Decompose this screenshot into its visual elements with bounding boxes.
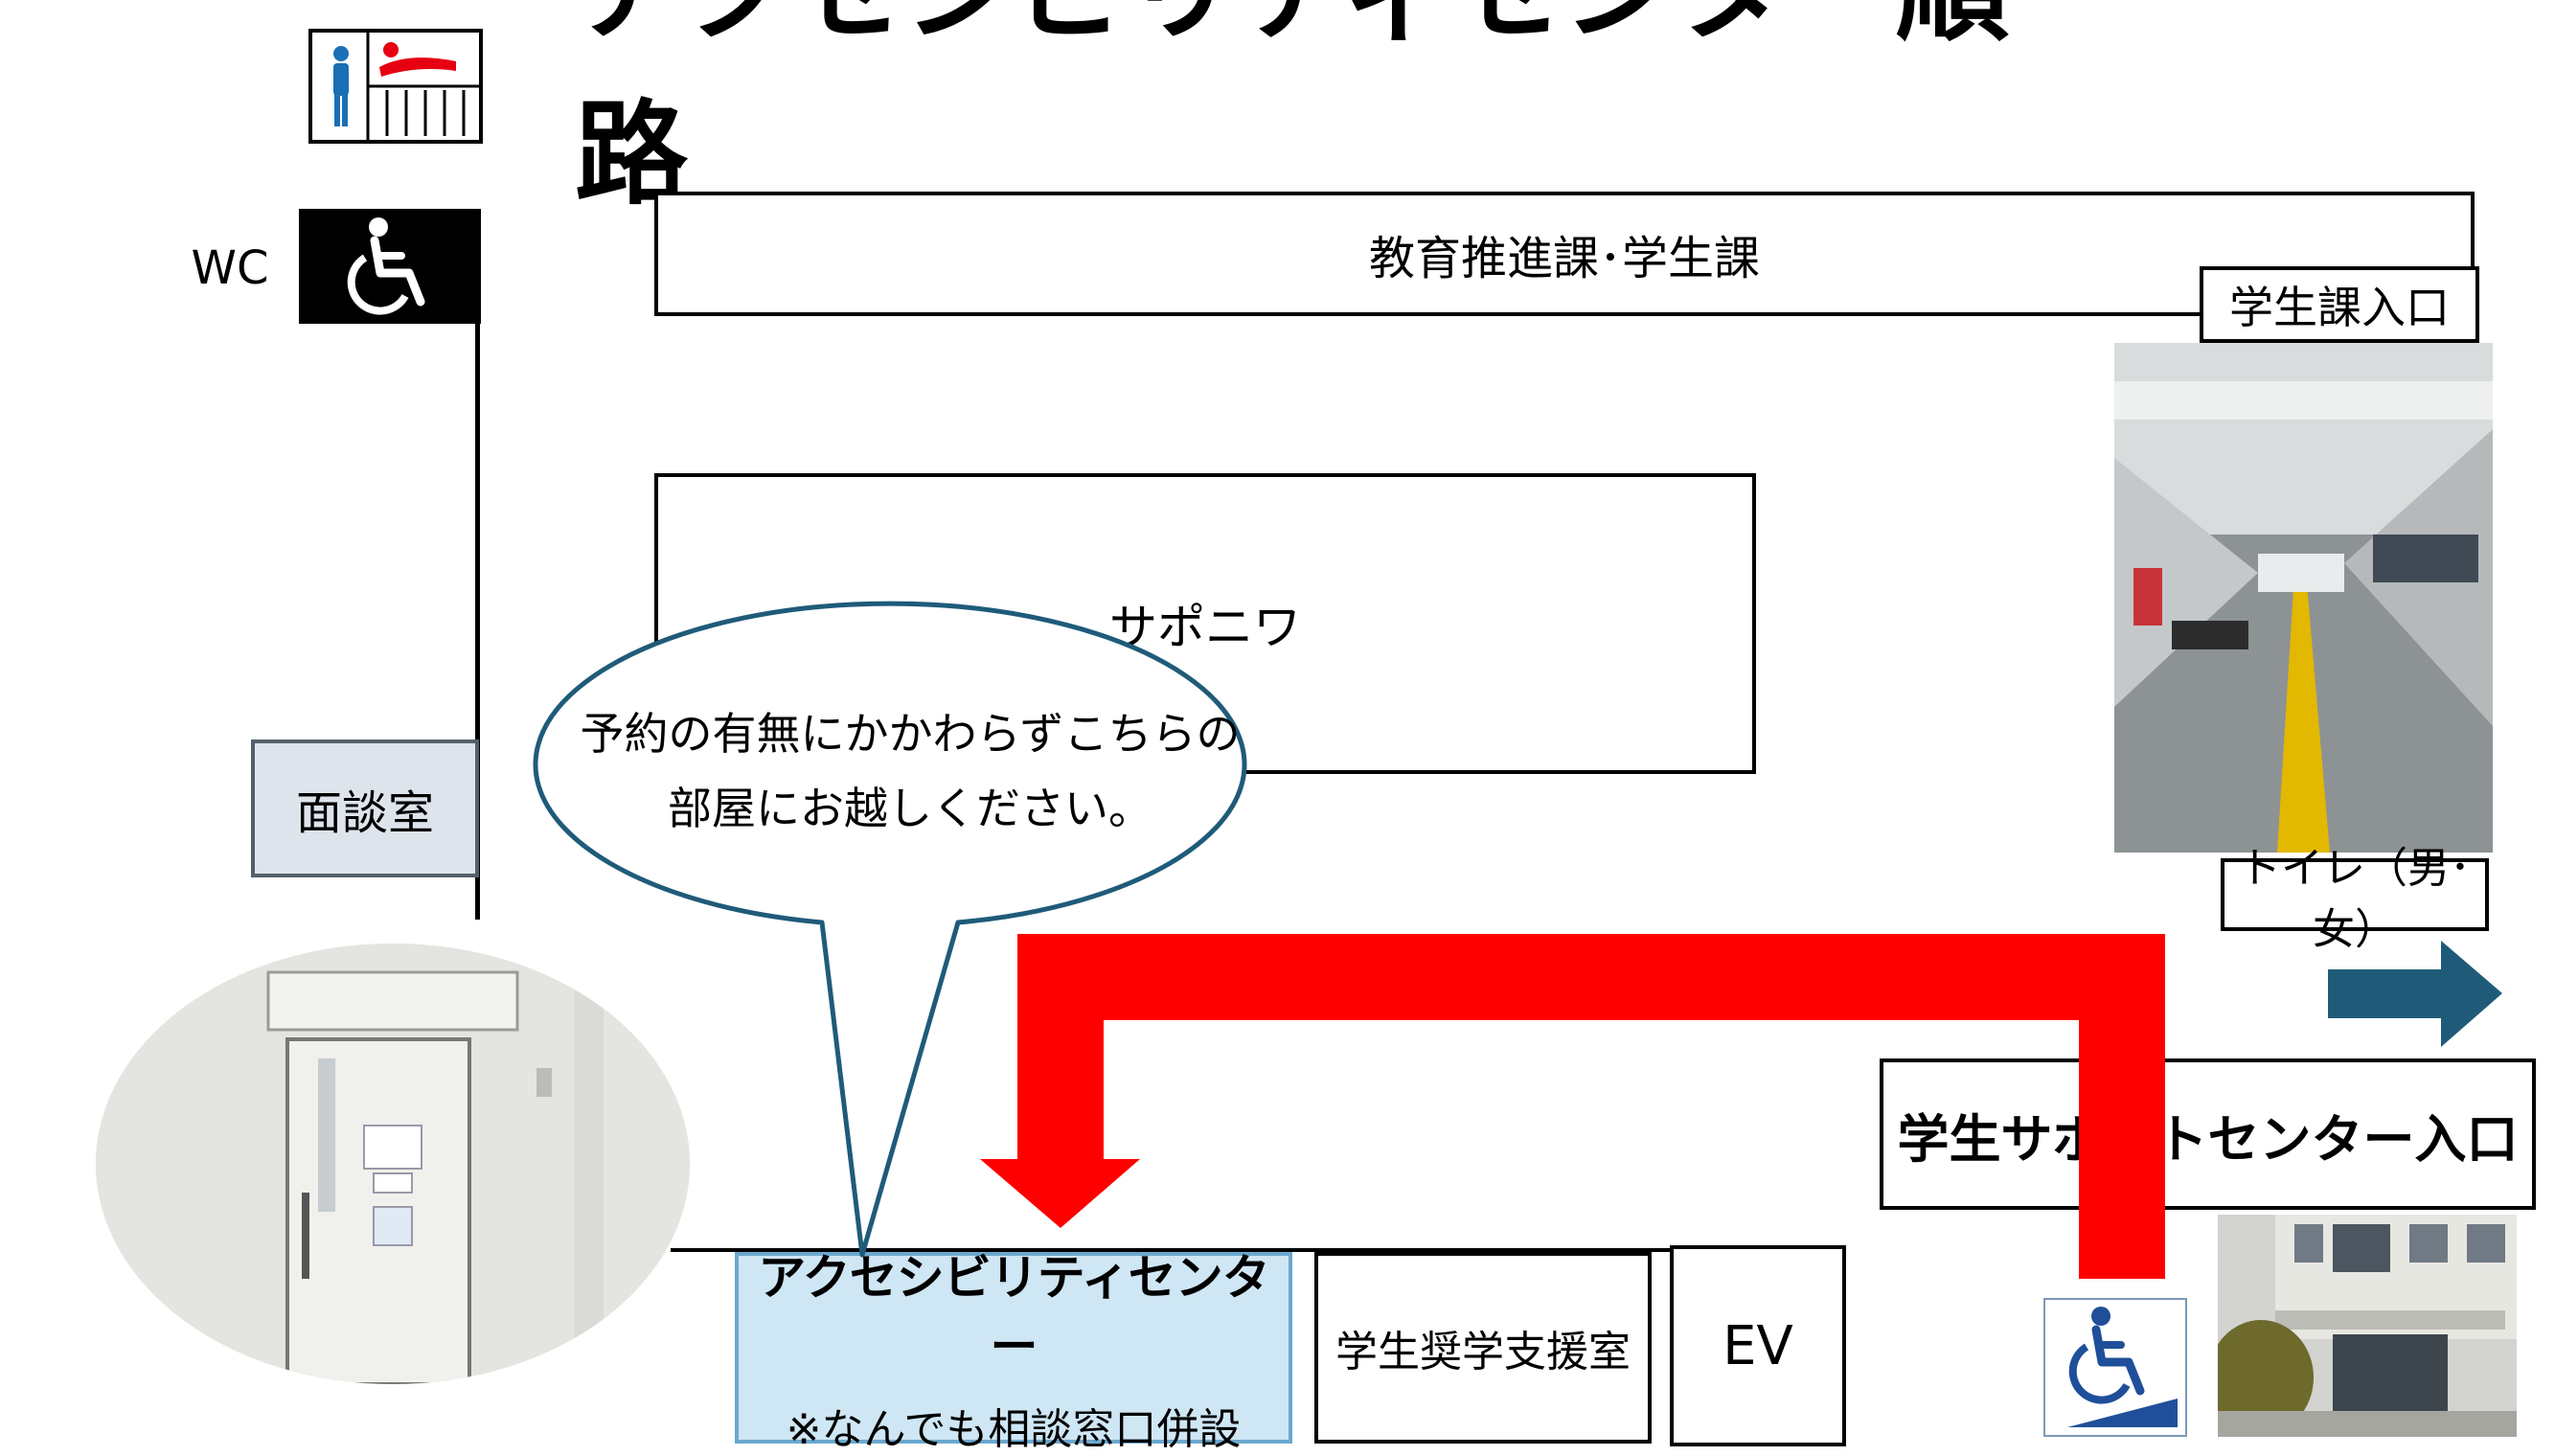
gakuseika-entrance-label: 学生課入口 (2200, 266, 2479, 343)
accessibility-center-name: アクセシビリティセンター (758, 1250, 1270, 1375)
elevator: EV (1670, 1245, 1846, 1446)
building-photo (2218, 1215, 2517, 1437)
room-shogaku: 学生奨学支援室 (1314, 1252, 1652, 1444)
wc-label: WC (191, 241, 269, 295)
door-photo (96, 944, 690, 1384)
speech-bubble-text: 予約の有無にかかわらずこちらの 部屋にお越しください。 (556, 704, 1265, 838)
restroom-icon (308, 29, 483, 144)
bubble-line-1: 予約の有無にかかわらずこちらの (580, 708, 1241, 760)
corridor-wall (475, 316, 480, 920)
student-support-entrance: 学生サポートセンター入口 (1880, 1058, 2536, 1210)
toilet-label: トイレ（男･女） (2221, 844, 2489, 954)
room-kyoiku-gakusei: 教育推進課･学生課 (654, 192, 2475, 316)
bubble-line-2: 部屋にお越しください。 (668, 783, 1152, 834)
right-arrow-icon (2328, 941, 2502, 1047)
hallway-photo (2114, 343, 2493, 853)
room-mendan: 面談室 (251, 739, 479, 877)
accessibility-center-room: アクセシビリティセンター ※なんでも相談窓口併設 (735, 1250, 1292, 1454)
accessibility-center-note: ※なんでも相談窓口併設 (786, 1405, 1242, 1454)
wheelchair-ramp-icon (2043, 1298, 2187, 1437)
page-title: アクセシビリティセンター順路 (575, 0, 2009, 220)
wheelchair-icon (299, 209, 481, 324)
